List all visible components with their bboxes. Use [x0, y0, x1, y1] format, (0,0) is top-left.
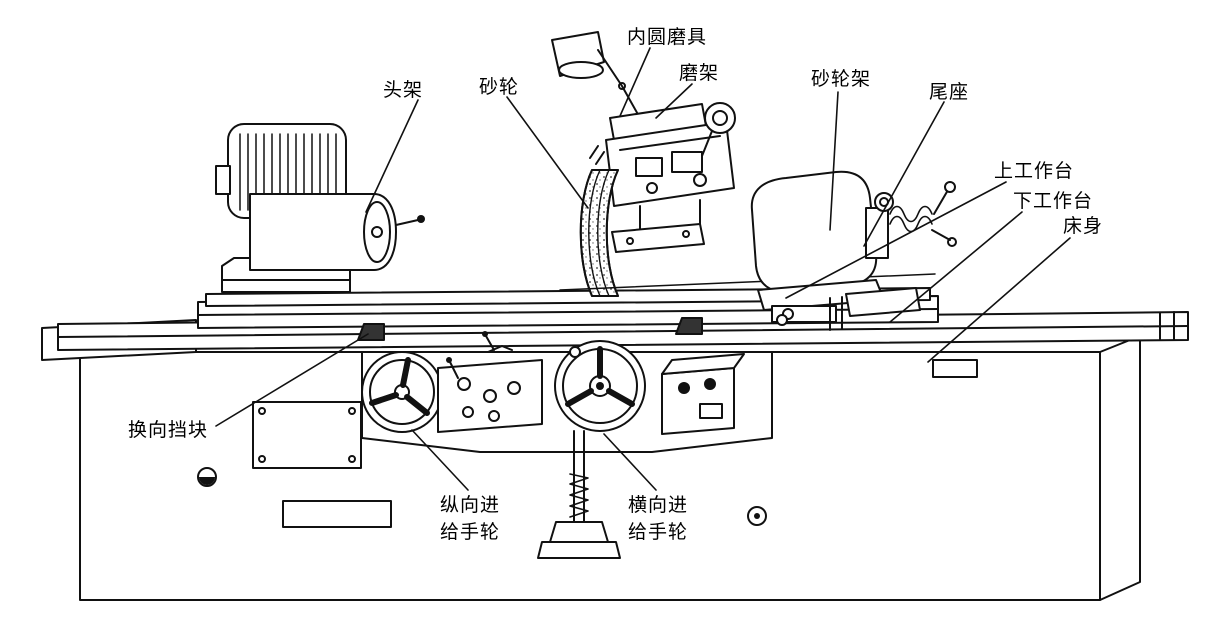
front-controls-drawing [361, 340, 745, 559]
label-reversing-dog: 换向挡块 [128, 419, 209, 441]
grinding-wheel-drawing [579, 169, 619, 297]
label-wheel-head: 砂轮架 [811, 68, 872, 90]
label-longitudinal-feed-handwheel: 纵向进给手轮 [440, 494, 501, 543]
label-upper-worktable: 上工作台 [994, 160, 1075, 182]
reversing-dog-drawing [357, 314, 788, 353]
label-cross-feed-handwheel: 横向进给手轮 [628, 494, 689, 543]
leader-lines [215, 47, 1071, 491]
grinding-frame-drawing [589, 102, 736, 253]
label-headstock: 头架 [383, 79, 424, 101]
lamp-drawing [551, 31, 641, 119]
label-lower-worktable: 下工作台 [1013, 190, 1094, 212]
label-bed: 床身 [1063, 215, 1104, 237]
label-grinding-wheel: 砂轮 [479, 76, 520, 98]
label-grinder-bracket: 磨架 [679, 62, 720, 84]
label-internal-grinder: 内圆磨具 [627, 26, 708, 48]
headstock-drawing [215, 123, 425, 293]
label-tailstock: 尾座 [929, 81, 970, 103]
tailstock-drawing [559, 170, 957, 331]
